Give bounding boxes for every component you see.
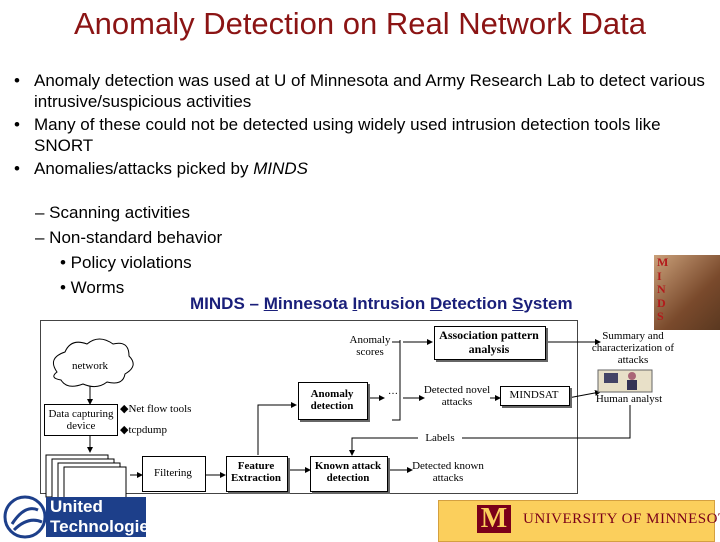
network-label: network <box>71 360 109 372</box>
sub-item: – Scanning activities <box>35 203 190 222</box>
human-analyst-label: Human analyst <box>595 393 663 405</box>
sub-sub-item: • Policy violations <box>60 253 192 272</box>
known-attack-box <box>310 456 388 492</box>
known-attack-label: Known attack detection <box>314 460 382 484</box>
slide-title: Anomaly Detection on Real Network Data <box>73 6 647 41</box>
sub-sub-item: • Worms <box>60 278 125 297</box>
bullet-dot: • <box>14 159 20 178</box>
bullet-dot: • <box>14 71 20 90</box>
summary-label: Summary and characterization of attacks <box>591 330 675 366</box>
bullet-list: • Anomaly detection was used at U of Minn… <box>14 70 714 179</box>
sub-item: – Non-standard behavior <box>35 228 223 247</box>
university-of-minnesota-logo: M UNIVERSITY OF MINNESOTA <box>438 500 720 542</box>
diamond-icon: ◆ <box>120 424 129 436</box>
data-capturing-label: Data capturing device <box>48 408 114 432</box>
bullet-text: Anomalies/attacks picked by <box>34 159 254 178</box>
network-cloud-icon <box>52 338 134 388</box>
umn-wordmark: UNIVERSITY OF MINNESOTA <box>523 511 720 527</box>
feature-extraction-label: Feature Extraction <box>230 460 282 484</box>
mindsat-label: MINDSAT <box>509 389 559 401</box>
bullet-item: • Many of these could not be detected usi… <box>14 114 714 156</box>
association-box <box>434 326 546 360</box>
detected-novel-label: Detected novel attacks <box>423 384 491 408</box>
detected-known-label: Detected known attacks <box>412 460 484 484</box>
feature-extraction-box <box>226 456 288 492</box>
mindsat-box <box>500 386 570 406</box>
bullet-dot: • <box>14 115 20 134</box>
bullet-text: Anomaly detection was used at U of Minne… <box>34 71 705 111</box>
filtering-label: Filtering <box>154 467 192 479</box>
association-label: Association pattern analysis <box>439 328 539 356</box>
bullet-item: • Anomaly detection was used at U of Minn… <box>14 70 714 112</box>
labels-label: Labels <box>418 432 462 444</box>
ut-emblem-icon <box>3 495 47 539</box>
anomaly-scores-label: Anomaly scores <box>349 334 391 358</box>
anomaly-detection-box <box>298 382 368 420</box>
ellipsis-label: … <box>388 386 398 397</box>
filtering-box <box>142 456 206 492</box>
bullet-text: Many of these could not be detected usin… <box>34 115 661 155</box>
data-capturing-box <box>44 404 118 436</box>
sculpture-image <box>654 255 720 330</box>
net-flow-label: ◆Net flow tools <box>120 403 192 415</box>
umn-m-icon: M <box>477 505 511 533</box>
bullet-item: • Anomalies/attacks picked by MINDS <box>14 158 714 179</box>
bullet-emphasis: MINDS <box>253 159 308 178</box>
tcpdump-label: ◆tcpdump <box>120 424 167 436</box>
diagram-title: MINDS – Minnesota Intrusion Detection Sy… <box>190 294 573 313</box>
human-analyst-icon <box>597 369 653 393</box>
anomaly-detection-label: Anomaly detection <box>310 388 354 412</box>
diamond-icon: ◆ <box>120 403 129 415</box>
